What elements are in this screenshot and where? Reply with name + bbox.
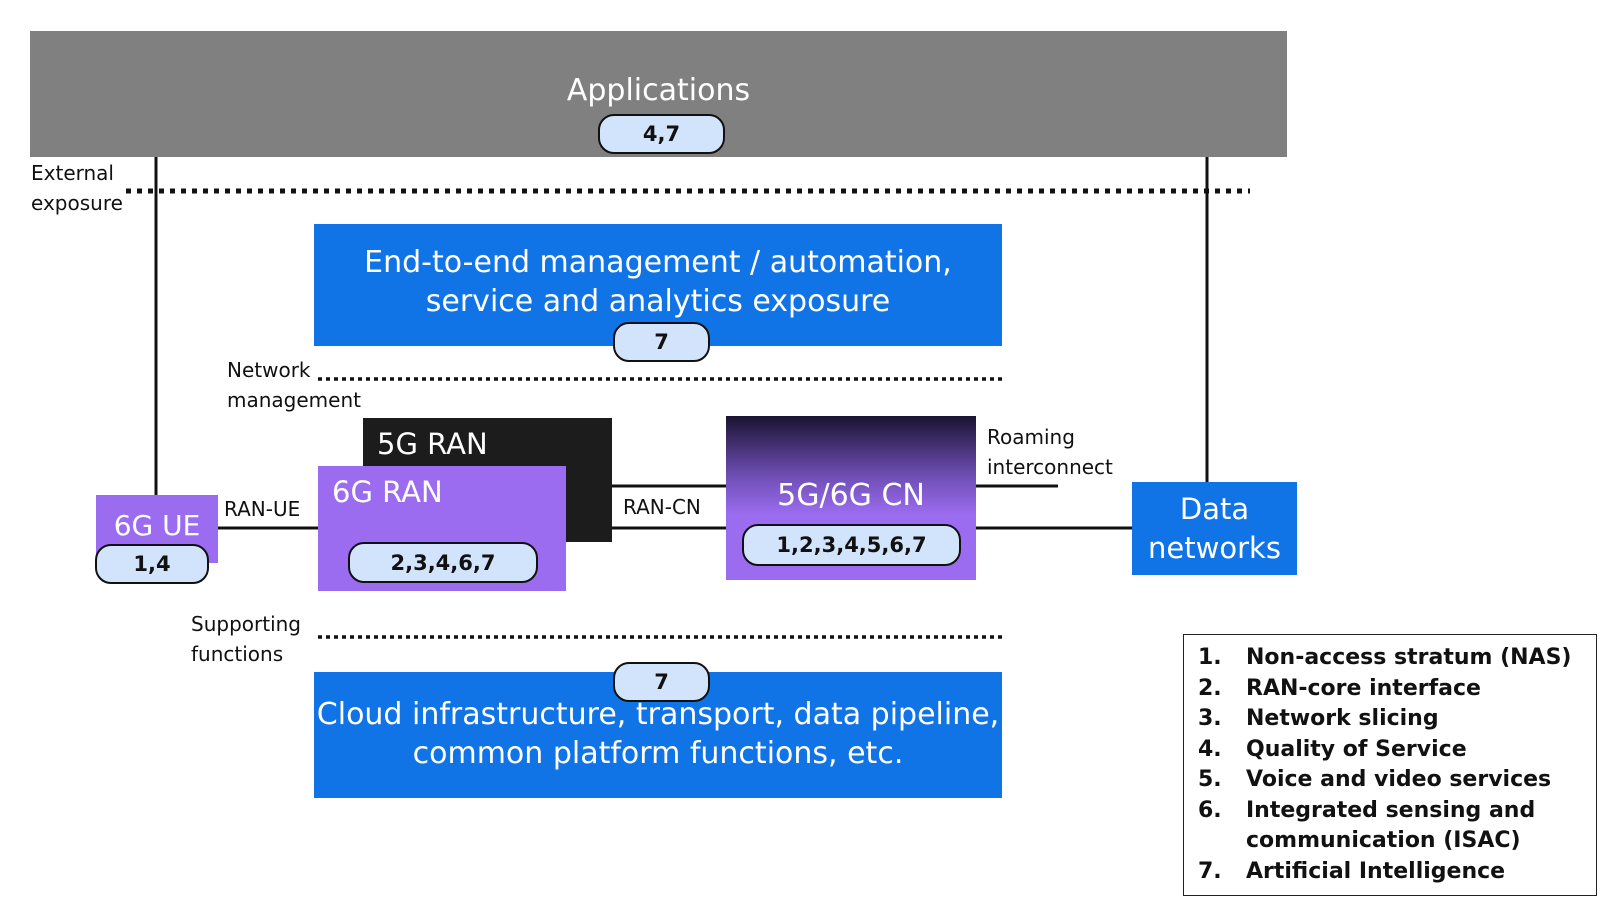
- data-networks-box: Data networks: [1132, 482, 1297, 575]
- 5g-ran-title: 5G RAN: [377, 427, 488, 461]
- legend-item: 4. Quality of Service: [1198, 735, 1586, 766]
- external-exposure-label: External exposure: [31, 161, 123, 215]
- management-tags: 7: [613, 322, 710, 362]
- legend-item: 1. Non-access stratum (NAS): [1198, 643, 1586, 674]
- legend-text: RAN-core interface: [1246, 675, 1481, 701]
- network-management-label: Network management: [227, 358, 361, 412]
- legend-text: Quality of Service: [1246, 736, 1467, 762]
- legend-item: 6. Integrated sensing and communication …: [1198, 796, 1586, 857]
- 6g-ran-tags: 2,3,4,6,7: [348, 542, 538, 583]
- legend-item: 3. Network slicing: [1198, 704, 1586, 735]
- cloud-title-line1: Cloud infrastructure, transport, data pi…: [316, 697, 1000, 732]
- legend-text: Voice and video services: [1246, 767, 1552, 792]
- ran-cn-label: RAN-CN: [623, 495, 701, 519]
- legend-number: 3.: [1198, 706, 1222, 731]
- data-networks-line2: networks: [1148, 531, 1281, 565]
- legend-item: 7. Artificial Intelligence: [1198, 857, 1586, 888]
- ran-ue-label: RAN-UE: [224, 497, 301, 521]
- legend-text: Non-access stratum (NAS): [1246, 645, 1572, 670]
- legend-item: 2. RAN-core interface: [1198, 674, 1586, 705]
- management-title-line1: End-to-end management / automation,: [364, 245, 952, 280]
- legend-item: 5. Voice and video services: [1198, 765, 1586, 796]
- cloud-title-line2: common platform functions, etc.: [412, 736, 904, 771]
- 6g-ran-title: 6G RAN: [332, 475, 443, 509]
- cloud-tags: 7: [613, 662, 710, 702]
- applications-title: Applications: [566, 73, 751, 108]
- management-title-line2: service and analytics exposure: [425, 284, 891, 319]
- management-box: End-to-end management / automation, serv…: [314, 224, 1002, 346]
- cn-tags: 1,2,3,4,5,6,7: [742, 524, 961, 566]
- data-networks-line1: Data: [1179, 492, 1250, 526]
- cn-title: 5G/6G CN: [777, 478, 925, 513]
- legend-number: 2.: [1198, 675, 1222, 701]
- supporting-functions-label: Supporting functions: [191, 612, 301, 666]
- legend-number: 1.: [1198, 645, 1222, 670]
- 6g-ue-tags: 1,4: [95, 544, 209, 584]
- roaming-interconnect-label: Roaming interconnect: [987, 425, 1113, 479]
- applications-tags: 4,7: [598, 114, 725, 154]
- legend-number: 6.: [1198, 797, 1222, 823]
- 6g-ue-title: 6G UE: [113, 509, 201, 542]
- legend-box: 1. Non-access stratum (NAS) 2. RAN-core …: [1183, 634, 1597, 896]
- legend-text: Artificial Intelligence: [1246, 858, 1506, 884]
- legend-number: 5.: [1198, 767, 1222, 792]
- legend-number: 7.: [1198, 858, 1222, 884]
- legend-text: Integrated sensing and communication (IS…: [1246, 797, 1536, 854]
- legend-number: 4.: [1198, 736, 1222, 762]
- legend-text: Network slicing: [1246, 706, 1439, 731]
